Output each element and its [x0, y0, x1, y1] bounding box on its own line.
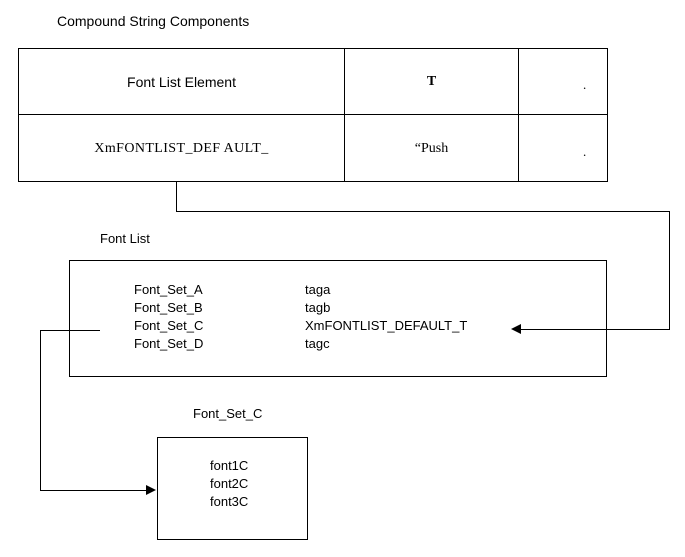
font-list-entry-tag-0: taga: [305, 282, 331, 297]
font-list-box: Font_Set_A taga Font_Set_B tagb Font_Set…: [69, 260, 607, 377]
table-cell-trailing-0: .: [583, 77, 587, 92]
connector-fontlist-stub: [40, 330, 100, 331]
font-list-entry-name-3: Font_Set_D: [134, 336, 204, 351]
table-cell-component-0: Font List Element: [127, 74, 236, 90]
table-row-divider: [19, 114, 607, 115]
table-column-divider-2: [518, 49, 519, 181]
connector-left-to-fontset: [40, 490, 147, 491]
font-set-entry-1: font2C: [210, 476, 249, 491]
arrowhead-into-font-set: [146, 485, 156, 495]
font-list-entry-tag-2: XmFONTLIST_DEFAULT_T: [305, 318, 468, 333]
font-list-entry-name-1: Font_Set_B: [134, 300, 203, 315]
connector-table-stub-vertical: [176, 182, 177, 211]
connector-right-vertical: [669, 211, 670, 329]
connector-left-vertical: [40, 330, 41, 490]
page-title: Compound String Components: [57, 13, 250, 29]
table-cell-value-0: T: [426, 74, 437, 89]
arrowhead-into-default-tag: [511, 324, 521, 334]
table-cell-value-1: “Push: [414, 140, 449, 156]
font-set-box: font1C font2C font3C: [157, 437, 308, 540]
font-set-label: Font_Set_C: [193, 406, 263, 421]
font-list-entry-name-2: Font_Set_C: [134, 318, 204, 333]
connector-table-to-right: [176, 211, 670, 212]
compound-string-table: Font List Element T . XmFONTLIST_DEF AUL…: [18, 48, 608, 182]
font-list-label: Font List: [100, 231, 150, 246]
font-set-entry-0: font1C: [210, 458, 249, 473]
font-list-entry-name-0: Font_Set_A: [134, 282, 203, 297]
font-list-entry-tag-3: tagc: [305, 336, 330, 351]
table-cell-trailing-1: .: [583, 144, 587, 159]
table-cell-component-1: XmFONTLIST_DEF AULT_: [94, 140, 269, 156]
connector-right-to-tag: [521, 329, 670, 330]
font-list-entry-tag-1: tagb: [305, 300, 331, 315]
table-column-divider-1: [344, 49, 345, 181]
font-set-entry-2: font3C: [210, 494, 249, 509]
